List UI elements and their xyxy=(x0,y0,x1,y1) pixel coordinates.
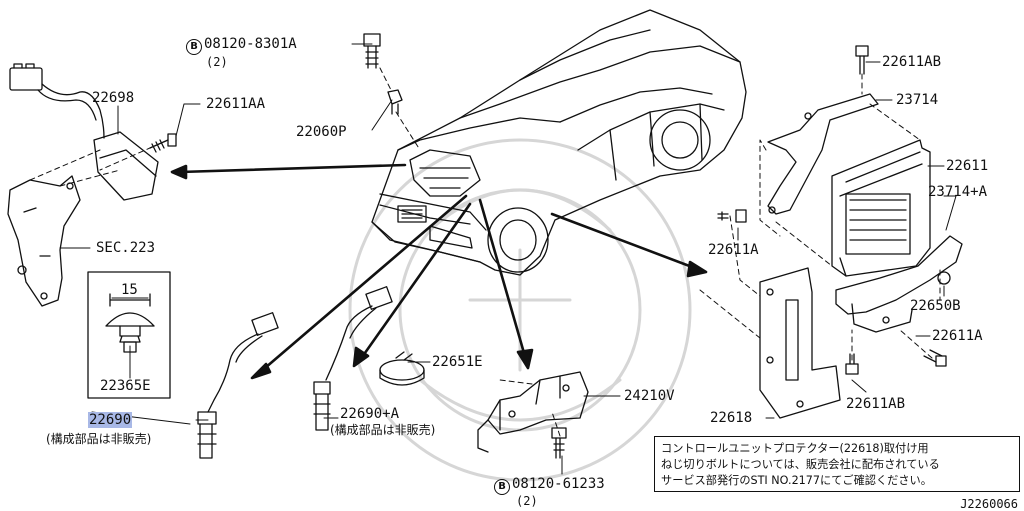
highlighted-part-number[interactable]: 22690 xyxy=(88,412,133,428)
part-label-22611A: 22611A xyxy=(932,328,983,344)
part-label-22060P: 22060P xyxy=(296,124,347,140)
bracket-icon xyxy=(477,371,589,453)
sensor-icon xyxy=(197,312,279,459)
part-label-22650B: 22650B xyxy=(910,298,961,314)
bolt-icon xyxy=(717,45,951,375)
quantity-label: (2) xyxy=(206,55,228,69)
note-line: ねじ切りボルトについては、販売会社に配布されている xyxy=(661,458,940,471)
part-label-22611AA: 22611AA xyxy=(206,96,266,112)
part-label-22611A: 22611A xyxy=(708,242,759,258)
part-label-22611AB: 22611AB xyxy=(846,396,906,412)
bolt-icon xyxy=(149,133,177,153)
bracket-icon xyxy=(7,175,81,307)
bolt-mark-icon: B xyxy=(186,39,202,55)
figure-code: J2260066 xyxy=(960,497,1018,511)
part-label-24210V: 24210V xyxy=(624,388,675,404)
bolt-icon xyxy=(363,33,403,115)
part-label-23714A: 23714+A xyxy=(928,184,988,200)
part-label-22618: 22618 xyxy=(710,410,753,426)
clip-icon xyxy=(87,271,171,399)
car-icon xyxy=(371,9,747,276)
note-line: サービス部発行のSTI NO.2177にてご確認ください。 xyxy=(661,474,932,487)
note-line: コントロールユニットプロテクター(22618)取付け用 xyxy=(661,442,929,455)
bolt-mark-icon: B xyxy=(494,479,510,495)
bolt-icon xyxy=(551,427,567,459)
part-label-22611: 22611 xyxy=(946,158,989,174)
section-label-sec223: SEC.223 xyxy=(96,240,156,256)
part-label-22651E: 22651E xyxy=(432,354,483,370)
quantity-label: (2) xyxy=(516,494,538,508)
bracket-icon xyxy=(759,93,963,419)
clamp-icon xyxy=(379,351,425,386)
part-label-22611AB: 22611AB xyxy=(882,54,942,70)
part-label-23714: 23714 xyxy=(896,92,939,108)
part-number: 08120-61233 xyxy=(512,476,605,492)
part-number: 08120-8301A xyxy=(204,36,297,52)
part-label-22690: 22690 xyxy=(88,412,133,428)
callout-arrows xyxy=(170,163,708,380)
ecu-icon xyxy=(831,139,931,277)
connector-icon xyxy=(9,63,159,201)
not-sold-note: (構成部品は非販売) xyxy=(330,423,436,437)
guide-lines xyxy=(29,67,941,437)
sensor-icon xyxy=(313,286,393,431)
dimension-label: 15 xyxy=(121,282,138,298)
leader-lines xyxy=(59,43,957,475)
part-label-22698: 22698 xyxy=(92,90,135,106)
not-sold-note: (構成部品は非販売) xyxy=(46,432,152,446)
part-label-22365E: 22365E xyxy=(100,378,151,394)
installation-note-box: コントロールユニットプロテクター(22618)取付け用 ねじ切りボルトについては… xyxy=(654,436,1020,492)
part-label-22690A: 22690+A xyxy=(340,406,400,422)
